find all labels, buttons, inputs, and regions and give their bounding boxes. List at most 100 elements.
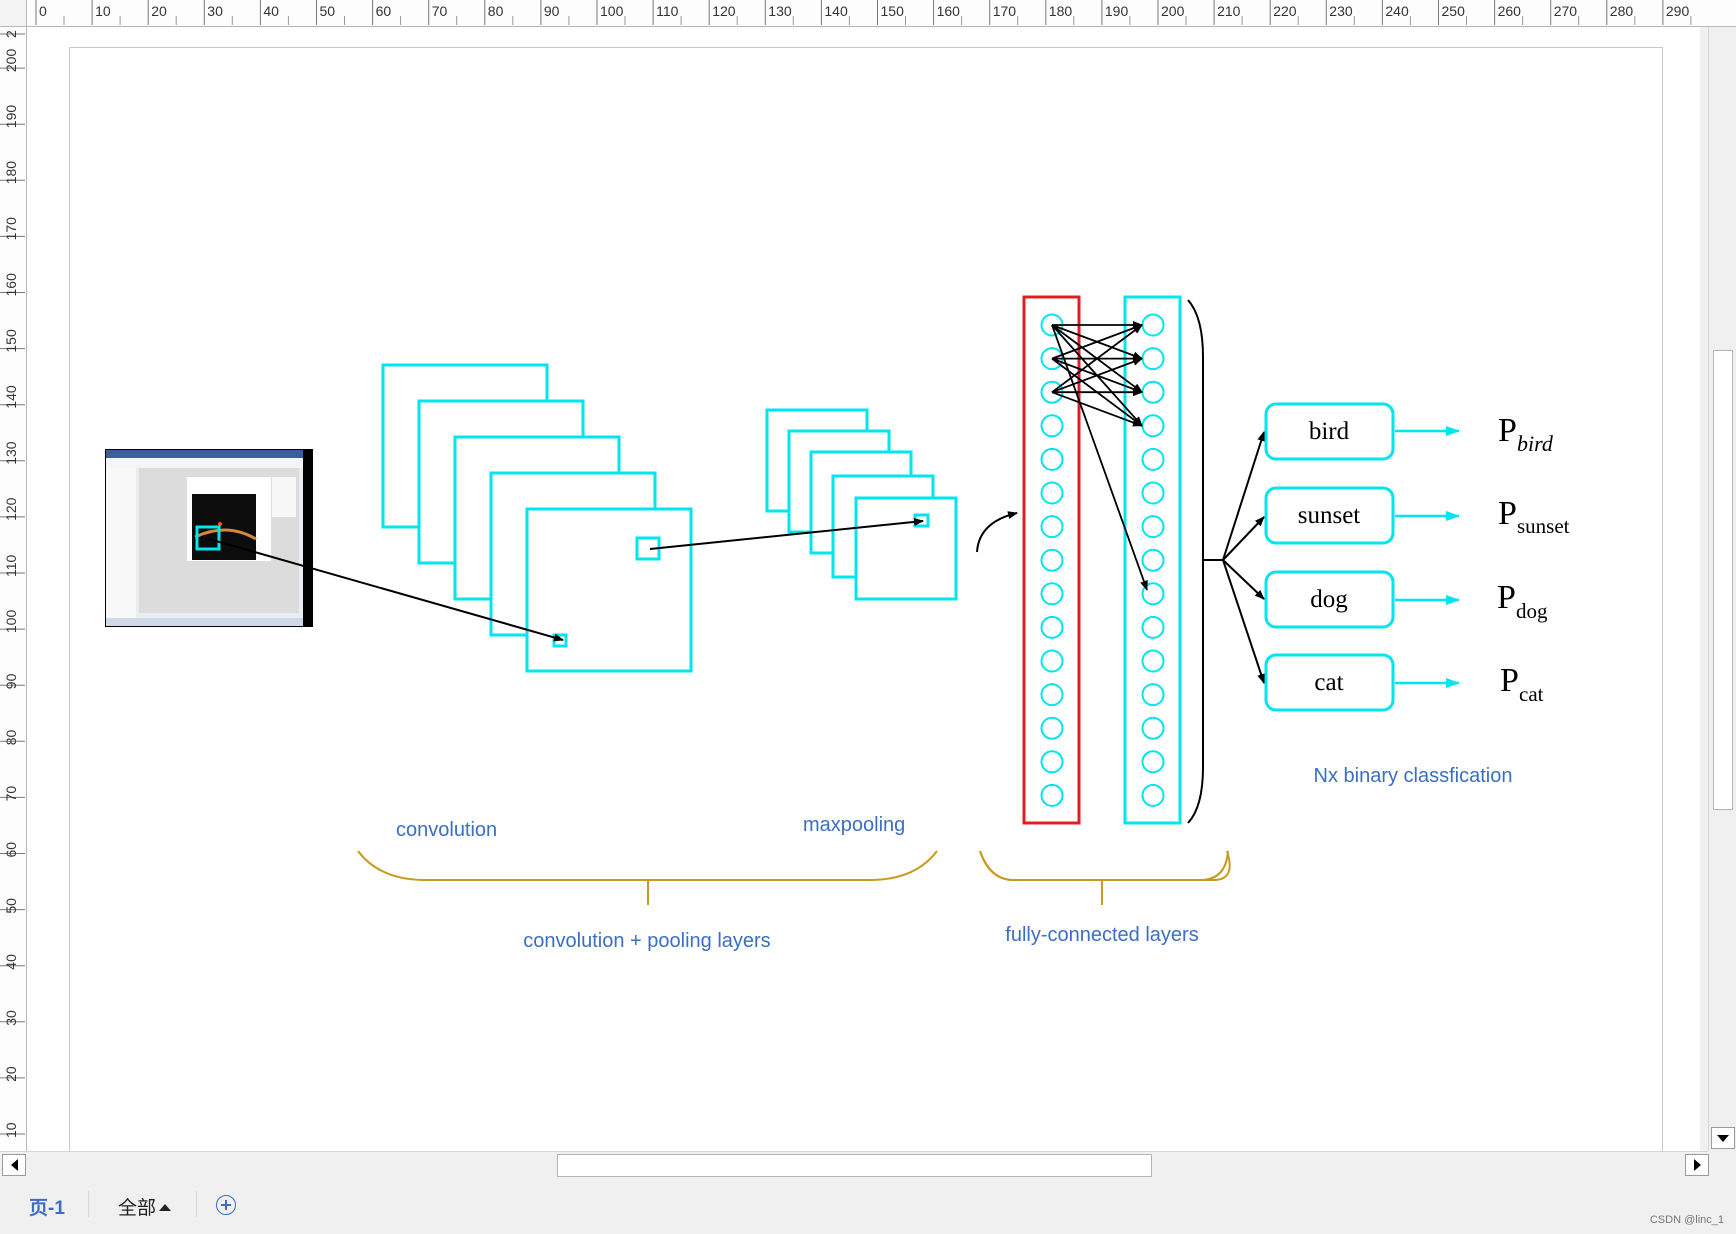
fc-connection bbox=[1051, 324, 1143, 360]
input-to-conv-arrow bbox=[208, 538, 564, 642]
ruler-label: 260 bbox=[1498, 3, 1522, 19]
vertical-scroll-thumb[interactable] bbox=[1713, 350, 1733, 810]
scroll-right-button[interactable] bbox=[1685, 1154, 1709, 1176]
horizontal-scrollbar[interactable] bbox=[0, 1151, 1709, 1180]
convolution-stack bbox=[381, 363, 693, 673]
chevron-left-icon bbox=[10, 1159, 18, 1171]
neuron bbox=[1141, 313, 1165, 337]
maxpooling-stack bbox=[765, 408, 958, 601]
neuron bbox=[1141, 447, 1165, 471]
ruler-label: 130 bbox=[3, 441, 19, 465]
ruler-label: 30 bbox=[207, 3, 223, 19]
ruler-label: 10 bbox=[95, 3, 111, 19]
page-tab-bar: 页-1 全部 CSDN @linc_1 bbox=[0, 1179, 1736, 1234]
neuron bbox=[1040, 481, 1064, 505]
class-label: dog bbox=[1310, 586, 1348, 613]
ruler-label: 210 bbox=[1217, 3, 1241, 19]
neuron bbox=[1040, 582, 1064, 606]
ruler-label: 140 bbox=[3, 385, 19, 409]
fc-group-label: fully-connected layers bbox=[1005, 924, 1198, 946]
ruler-label: 50 bbox=[3, 898, 19, 914]
binary-classification-label: Nx binary classfication bbox=[1314, 765, 1513, 787]
ruler-label: 70 bbox=[432, 3, 448, 19]
chevron-right-icon bbox=[1693, 1159, 1701, 1171]
scroll-left-button[interactable] bbox=[2, 1154, 26, 1176]
chevron-down-icon bbox=[1717, 1134, 1729, 1142]
class-sunset: sunset P sunset bbox=[1264, 486, 1570, 545]
ruler-label: 200 bbox=[3, 49, 19, 73]
tab-page-1[interactable]: 页-1 bbox=[29, 1193, 65, 1220]
fc-brace bbox=[979, 850, 1231, 881]
ruler-label: 70 bbox=[3, 786, 19, 802]
neuron bbox=[1040, 615, 1064, 639]
fc-neurons bbox=[1040, 313, 1165, 807]
neuron bbox=[1141, 481, 1165, 505]
neuron bbox=[1141, 582, 1165, 606]
fc-layer-1-box bbox=[1022, 295, 1081, 825]
fan-arrow-sunset bbox=[1222, 516, 1265, 561]
vertical-scrollbar[interactable] bbox=[1708, 27, 1736, 1151]
input-image-thumbnail bbox=[105, 449, 313, 627]
neuron bbox=[1141, 414, 1165, 438]
neuron bbox=[1141, 548, 1165, 572]
pool-to-fc-arrow bbox=[976, 511, 1018, 553]
ruler-label: 90 bbox=[3, 673, 19, 689]
ruler-label: 10 bbox=[3, 1122, 19, 1138]
prob-subscript: cat bbox=[1519, 682, 1544, 706]
ruler-label: 290 bbox=[1666, 3, 1690, 19]
ruler-label: 80 bbox=[488, 3, 504, 19]
scroll-down-button[interactable] bbox=[1711, 1127, 1735, 1149]
ruler-label: 20 bbox=[3, 1066, 19, 1082]
add-page-icon[interactable] bbox=[216, 1195, 236, 1215]
ruler-label: 0 bbox=[39, 3, 47, 19]
neuron bbox=[1040, 447, 1064, 471]
tab-all-label: 全部 bbox=[118, 1198, 157, 1219]
neuron bbox=[1141, 380, 1165, 404]
neuron bbox=[1040, 649, 1064, 673]
class-label: sunset bbox=[1298, 502, 1361, 529]
neuron bbox=[1141, 716, 1165, 740]
fc-connection-arrows bbox=[1051, 321, 1148, 591]
neuron bbox=[1040, 783, 1064, 807]
tab-separator bbox=[88, 1191, 89, 1217]
ruler-label: 190 bbox=[1105, 3, 1129, 19]
prob-symbol: P bbox=[1500, 662, 1519, 699]
ruler-label: 40 bbox=[263, 3, 279, 19]
ruler-label: 140 bbox=[824, 3, 848, 19]
ruler-label: 250 bbox=[1442, 3, 1466, 19]
conv-to-pool-arrow bbox=[649, 517, 924, 550]
ruler-label: 130 bbox=[768, 3, 792, 19]
fan-arrow-dog bbox=[1222, 559, 1265, 600]
fc-layer-2-box bbox=[1123, 295, 1182, 825]
neuron bbox=[1040, 683, 1064, 707]
ruler-label: 120 bbox=[712, 3, 736, 19]
prob-subscript: sunset bbox=[1517, 514, 1570, 538]
ruler-label: 20 bbox=[151, 3, 167, 19]
ruler-label: 230 bbox=[1329, 3, 1353, 19]
vertical-ruler-ticks: 2200190180170160150140130120110100908070… bbox=[0, 30, 25, 1138]
ruler-label: 100 bbox=[3, 610, 19, 634]
prob-symbol: P bbox=[1498, 412, 1517, 449]
ruler-label: 170 bbox=[3, 217, 19, 241]
fc-connection bbox=[1051, 357, 1143, 394]
prob-subscript: dog bbox=[1516, 599, 1548, 623]
horizontal-scroll-thumb[interactable] bbox=[557, 1154, 1152, 1177]
ruler-label: 240 bbox=[1385, 3, 1409, 19]
tab-page-1-label: 页-1 bbox=[29, 1198, 65, 1219]
neuron bbox=[1141, 515, 1165, 539]
neuron bbox=[1040, 716, 1064, 740]
neuron bbox=[1141, 750, 1165, 774]
ruler-label: 60 bbox=[376, 3, 392, 19]
neuron bbox=[1040, 750, 1064, 774]
ruler-label: 180 bbox=[1049, 3, 1073, 19]
drawing-canvas[interactable]: bird P bird sunset P sunset dog P dog ca… bbox=[27, 27, 1700, 1151]
prob-symbol: P bbox=[1498, 495, 1517, 532]
ruler-label: 160 bbox=[3, 273, 19, 297]
class-cat: cat P cat bbox=[1264, 653, 1544, 712]
conv-pool-group-label: convolution + pooling layers bbox=[523, 930, 770, 952]
ruler-label: 30 bbox=[3, 1010, 19, 1026]
tab-all-pages[interactable]: 全部 bbox=[118, 1193, 172, 1220]
